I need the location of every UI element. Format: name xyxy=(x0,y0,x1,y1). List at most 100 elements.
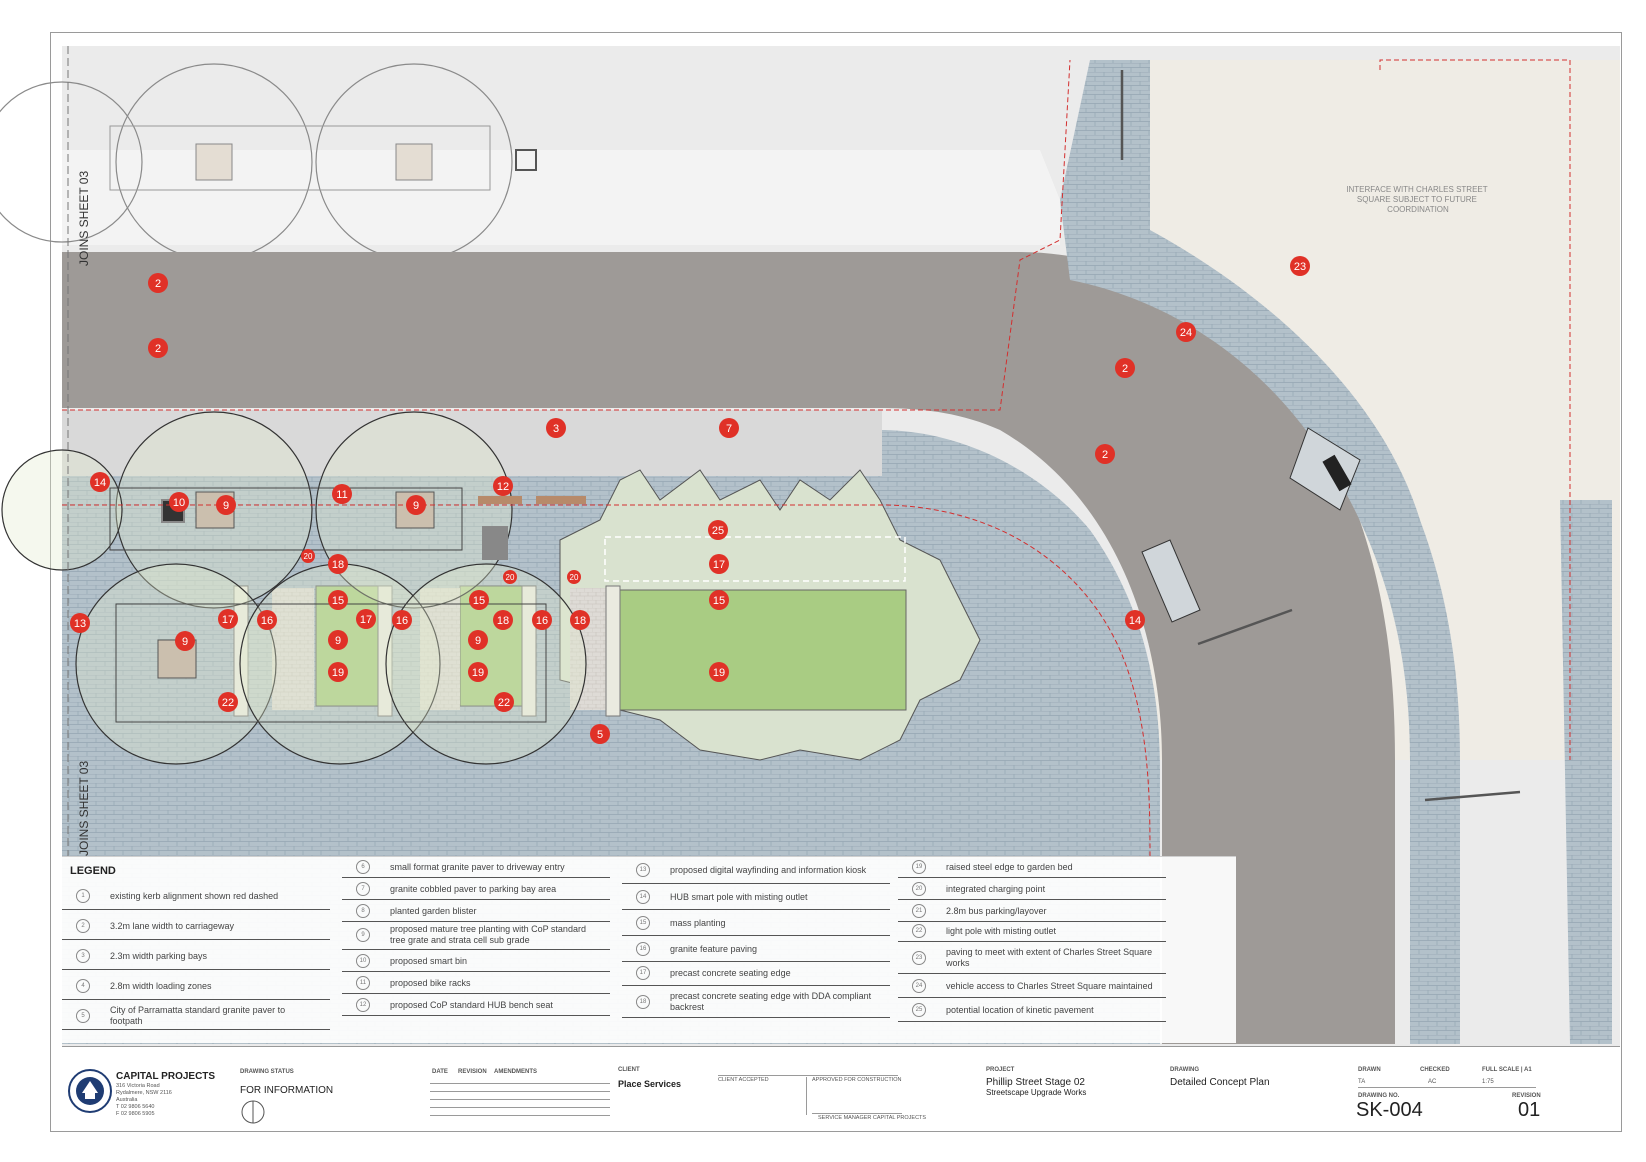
legend-item-label: small format granite paver to driveway e… xyxy=(390,861,565,872)
legend-item-label: 2.8m width loading zones xyxy=(110,980,212,991)
legend-item-label: light pole with misting outlet xyxy=(946,925,1057,936)
legend-item-number: 24 xyxy=(912,979,926,993)
callout-marker-number: 12 xyxy=(497,481,509,493)
callout-marker-number: 23 xyxy=(1294,261,1306,273)
callout-marker: 24 xyxy=(1176,322,1196,342)
legend-item: 10 proposed smart bin xyxy=(342,951,610,972)
callout-marker-number: 13 xyxy=(74,618,86,630)
callout-marker: 2 xyxy=(148,338,168,358)
legend-item-number: 21 xyxy=(912,904,926,918)
callout-marker-number: 2 xyxy=(155,278,161,290)
callout-marker: 22 xyxy=(494,692,514,712)
callout-marker-number: 15 xyxy=(332,595,344,607)
callout-marker: 15 xyxy=(328,590,348,610)
legend-item-label: potential location of kinetic pavement xyxy=(946,1004,1094,1015)
callout-marker: 20 xyxy=(503,570,517,584)
legend-item-label: integrated charging point xyxy=(946,883,1046,894)
callout-marker-number: 19 xyxy=(332,667,344,679)
callout-marker-number: 20 xyxy=(304,552,313,561)
legend-item-number: 15 xyxy=(636,916,650,930)
legend-item-number: 19 xyxy=(912,860,926,874)
callout-marker: 19 xyxy=(468,662,488,682)
callout-marker: 12 xyxy=(493,476,513,496)
callout-marker: 9 xyxy=(406,495,426,515)
callout-marker: 5 xyxy=(590,724,610,744)
callout-marker: 11 xyxy=(332,484,352,504)
approved-label: APPROVED FOR CONSTRUCTION xyxy=(812,1077,902,1083)
parking-bay xyxy=(62,410,882,476)
legend-item-number: 23 xyxy=(912,951,926,965)
callout-marker: 2 xyxy=(1095,444,1115,464)
callout-marker-number: 16 xyxy=(396,615,408,627)
callout-marker: 23 xyxy=(1290,256,1310,276)
callout-marker-number: 9 xyxy=(335,635,341,647)
revision-column-label: REVISION xyxy=(458,1069,487,1075)
legend-item-label: 2.3m width parking bays xyxy=(110,950,208,961)
legend-item-label: granite cobbled paver to parking bay are… xyxy=(390,883,557,894)
callout-marker-number: 20 xyxy=(570,573,579,582)
company-name: CAPITAL PROJECTS xyxy=(116,1071,216,1082)
legend-item-number: 22 xyxy=(912,924,926,938)
callout-marker: 15 xyxy=(469,590,489,610)
legend-item-number: 17 xyxy=(636,966,650,980)
service-manager-label: SERVICE MANAGER CAPITAL PROJECTS xyxy=(818,1115,927,1121)
callout-marker: 25 xyxy=(708,520,728,540)
callout-marker: 16 xyxy=(392,610,412,630)
legend-item: 17 precast concrete seating edge xyxy=(622,961,890,986)
callout-marker: 10 xyxy=(169,492,189,512)
drawing-number-label: DRAWING NO. xyxy=(1358,1093,1400,1099)
legend-item-label: proposed smart bin xyxy=(390,955,468,966)
legend-item-label: 3.2m lane width to carriageway xyxy=(110,920,235,931)
client-accepted-label: CLIENT ACCEPTED xyxy=(718,1077,769,1083)
legend-item-label: planted garden blister xyxy=(390,905,477,916)
drawn-label: DRAWN xyxy=(1358,1067,1381,1073)
legend-item-number: 3 xyxy=(76,949,90,963)
callout-marker-number: 16 xyxy=(261,615,273,627)
callout-marker: 14 xyxy=(1125,610,1145,630)
amendments-column-label: AMENDMENTS xyxy=(494,1069,537,1075)
legend-item-label: existing kerb alignment shown red dashed xyxy=(110,890,279,901)
revision-number: 01 xyxy=(1518,1099,1541,1121)
legend-item-number: 10 xyxy=(356,954,370,968)
callout-marker-number: 11 xyxy=(336,489,347,501)
callout-marker-number: 14 xyxy=(1129,615,1141,627)
callout-marker-number: 2 xyxy=(1102,449,1108,461)
callout-marker-number: 9 xyxy=(182,636,188,648)
callout-marker-number: 10 xyxy=(173,497,185,509)
scale-value: 1:75 xyxy=(1482,1079,1494,1085)
callout-marker-number: 5 xyxy=(597,729,603,741)
callout-marker: 16 xyxy=(257,610,277,630)
north-point-icon xyxy=(241,1100,265,1124)
join-label-top: JOINS SHEET 03 xyxy=(77,171,91,266)
callout-marker-number: 18 xyxy=(574,615,586,627)
legend-item-number: 4 xyxy=(76,979,90,993)
legend-item-number: 5 xyxy=(76,1009,90,1023)
legend-item: 3 2.3m width parking bays xyxy=(62,943,330,970)
legend-item-number: 11 xyxy=(356,976,370,990)
bus-shelter-2 xyxy=(1141,539,1201,623)
callout-marker: 16 xyxy=(532,610,552,630)
legend-item-label: raised steel edge to garden bed xyxy=(946,861,1073,872)
callout-marker-number: 18 xyxy=(332,559,344,571)
callout-marker: 9 xyxy=(216,495,236,515)
legend-item-label: paving to meet with extent of Charles St… xyxy=(946,947,1153,968)
legend-item-label: precast concrete seating edge xyxy=(670,967,791,978)
existing-kerb-alignment xyxy=(62,59,1571,861)
legend-item: 2 3.2m lane width to carriageway xyxy=(62,913,330,940)
legend-item-number: 2 xyxy=(76,919,90,933)
callout-marker-number: 17 xyxy=(713,559,725,571)
callout-marker: 18 xyxy=(493,610,513,630)
callout-marker-number: 19 xyxy=(472,667,484,679)
